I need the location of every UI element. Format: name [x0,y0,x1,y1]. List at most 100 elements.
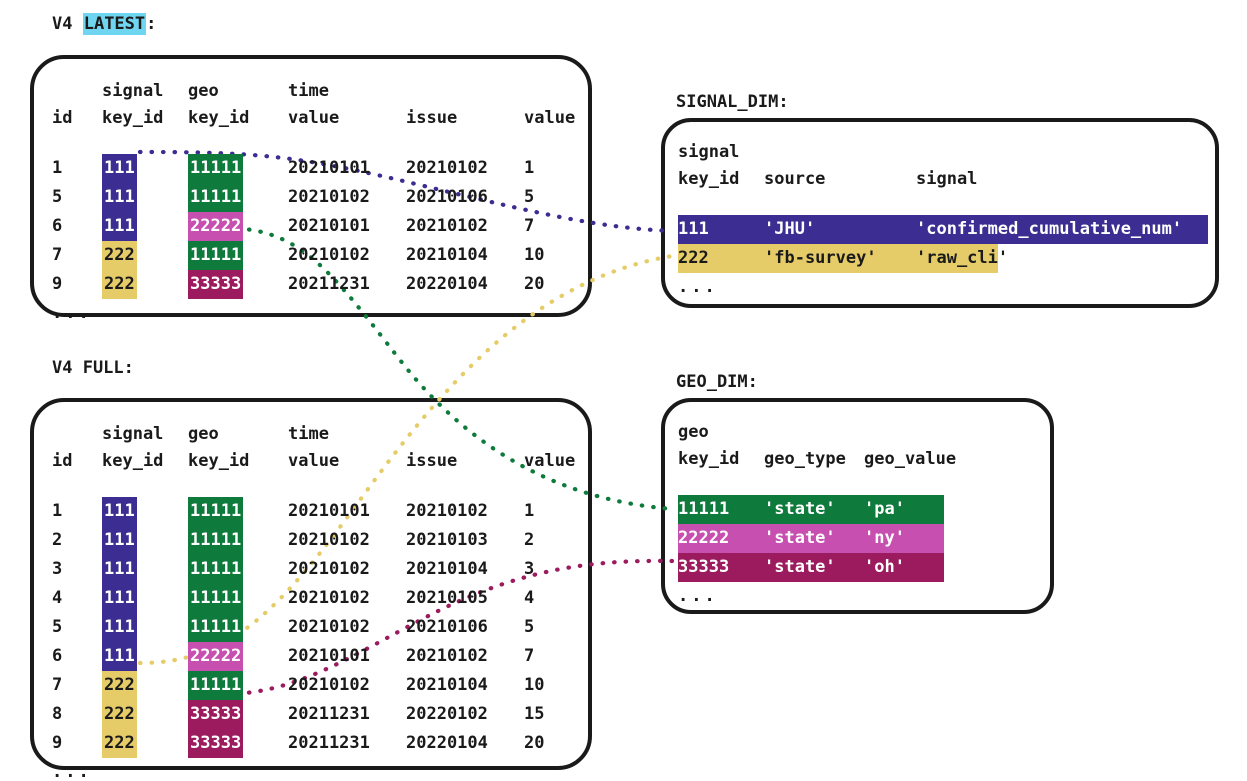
signal-key-chip: 111 [102,212,137,241]
cell-issue: 20210102 [406,158,488,178]
cell-issue: 20220104 [406,274,488,294]
signal-key-chip: 111 [102,497,137,526]
geo-key-chip: 22222 [188,212,244,241]
geo-key-chip: 22222 [188,642,244,671]
geo-dim-cell-geo_type: 'state' [764,557,836,577]
geo-dim-header-top: geo [678,422,709,442]
geo-key-chip: 11111 [188,497,244,526]
header-time: time [288,81,329,101]
cell-signal-key-id: 111 [102,642,137,671]
cell-time-value: 20210102 [288,588,370,608]
signal-key-chip: 111 [102,526,137,555]
ellipsis: ... [52,303,92,323]
signal-dim-cell-key_id: 111 [678,219,709,239]
geo-dim-header-geo_value: geo_value [864,449,957,469]
cell-id: 9 [52,274,63,294]
cell-time-value: 20210102 [288,675,370,695]
cell-id: 8 [52,704,63,724]
header-signal-key-id: key_id [102,451,164,471]
header-geo: geo [188,424,219,444]
cell-value: 4 [524,588,535,608]
cell-id: 7 [52,675,63,695]
cell-value: 5 [524,187,535,207]
cell-id: 3 [52,559,63,579]
signal-key-chip: 111 [102,642,137,671]
header-time: time [288,424,329,444]
cell-id: 5 [52,187,63,207]
signal-dim-box [661,118,1219,308]
cell-issue: 20220102 [406,704,488,724]
header-id: id [52,451,73,471]
cell-signal-key-id: 111 [102,497,137,526]
signal-dim-header-spacer [678,193,1208,215]
cell-id: 6 [52,646,63,666]
cell-issue: 20210106 [406,187,488,207]
geo-key-chip: 11111 [188,183,244,212]
geo-dim-cell-key_id: 33333 [678,557,730,577]
cell-value: 7 [524,646,535,666]
cell-time-value: 20211231 [288,274,370,294]
ellipsis: ... [52,762,92,781]
cell-signal-key-id: 222 [102,700,137,729]
geo-dim-cell-geo_value: 'ny' [864,528,905,548]
cell-time-value: 20210101 [288,158,370,178]
cell-geo-key-id: 11111 [188,613,244,642]
cell-geo-key-id: 33333 [188,270,244,299]
signal-dim-header-row-1: signal [678,139,1208,166]
cell-signal-key-id: 111 [102,183,137,212]
signal-dim-cell-source: 'fb-survey' [764,248,877,268]
cell-signal-key-id: 111 [102,584,137,613]
signal-dim-header-top: signal [678,142,740,162]
cell-value: 15 [524,704,545,724]
geo-key-chip: 33333 [188,729,244,758]
signal-dim-row: 222'fb-survey''raw_cli' [678,244,1008,273]
caption-latest-highlight: LATEST [82,13,147,35]
cell-geo-key-id: 11111 [188,497,244,526]
geo-dim-cell-geo_value: 'oh' [864,557,905,577]
cell-time-value: 20210102 [288,559,370,579]
geo-dim-cell-geo_type: 'state' [764,528,836,548]
cell-signal-key-id: 222 [102,729,137,758]
cell-issue: 20210106 [406,617,488,637]
cell-issue: 20210104 [406,245,488,265]
cell-value: 2 [524,530,535,550]
cell-value: 10 [524,245,545,265]
cell-id: 1 [52,501,63,521]
geo-dim-cell-geo_value: 'pa' [864,499,905,519]
cell-geo-key-id: 11111 [188,154,244,183]
cell-geo-key-id: 11111 [188,241,244,270]
cell-geo-key-id: 11111 [188,671,244,700]
signal-dim-header-source: source [764,169,826,189]
cell-time-value: 20211231 [288,733,370,753]
geo-key-chip: 11111 [188,555,244,584]
signal-key-chip: 222 [102,700,137,729]
cell-issue: 20220104 [406,733,488,753]
geo-dim-cell-geo_type: 'state' [764,499,836,519]
cell-value: 20 [524,733,545,753]
geo-dim-ellipsis: ... [678,586,718,606]
cell-signal-key-id: 111 [102,555,137,584]
cell-issue: 20210102 [406,216,488,236]
cell-issue: 20210103 [406,530,488,550]
caption-latest-suffix: : [146,14,157,34]
cell-time-value: 20210101 [288,646,370,666]
signal-key-chip: 222 [102,270,137,299]
cell-signal-key-id: 222 [102,241,137,270]
header-geo: geo [188,81,219,101]
cell-geo-key-id: 11111 [188,183,244,212]
cell-geo-key-id: 11111 [188,555,244,584]
header-geo-key-id: key_id [188,451,250,471]
signal-dim-more-rows: ... [678,273,1208,302]
header-value: value [524,451,576,471]
header-issue: issue [406,451,458,471]
cell-signal-key-id: 111 [102,212,137,241]
cell-value: 1 [524,158,535,178]
geo-dim-more-rows: ... [678,582,944,611]
cell-geo-key-id: 33333 [188,700,244,729]
cell-value: 7 [524,216,535,236]
cell-geo-key-id: 22222 [188,212,244,241]
header-time-value: value [288,108,340,128]
